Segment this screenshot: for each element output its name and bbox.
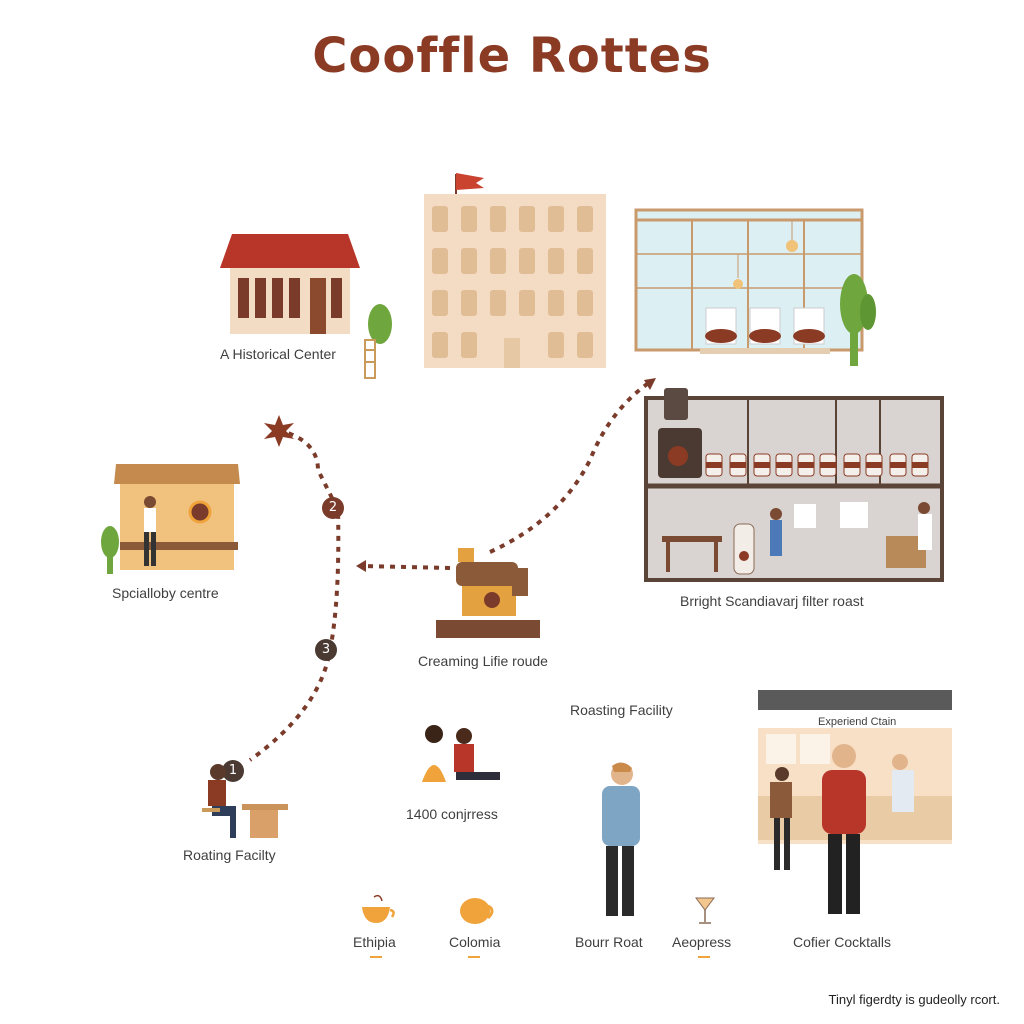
- building-window: [461, 332, 477, 358]
- roaster-machine-illustration: [436, 548, 540, 638]
- legend-tick: [698, 956, 710, 958]
- couple-sitting-illustration: [422, 725, 500, 782]
- building-window: [432, 206, 448, 232]
- coffee-jar-label: [730, 462, 746, 468]
- coffee-jar-label: [844, 462, 860, 468]
- building-window: [548, 332, 564, 358]
- building-window: [548, 248, 564, 274]
- roastery-interior-illustration: [644, 388, 944, 582]
- building-window: [577, 332, 593, 358]
- person-at-desk-illustration: [202, 764, 288, 838]
- building-window: [519, 206, 535, 232]
- legend-tick: [468, 956, 480, 958]
- coffee-jar-label: [706, 462, 722, 468]
- footnote: Tinyl figerdty is gudeolly rcort.: [828, 992, 1000, 1007]
- coffee-jar-label: [776, 462, 792, 468]
- route-marker: 1: [222, 760, 244, 782]
- historical-house-illustration: [220, 234, 392, 379]
- scandinavian-roast-label: Brright Scandiavarj filter roast: [680, 593, 864, 609]
- conjress-label: 1400 conjrress: [406, 806, 498, 822]
- building-window: [461, 248, 477, 274]
- route-marker: 2: [322, 497, 344, 519]
- legend-label-coffee-cocktails: Cofier Cocktalls: [793, 934, 892, 950]
- route-marker: 3: [315, 639, 337, 661]
- glass-cafe-illustration: [634, 208, 876, 366]
- building-window: [548, 206, 564, 232]
- coffee-jar-label: [866, 462, 882, 468]
- building-window: [432, 248, 448, 274]
- legend-label-ethiopia: Ethipia: [353, 934, 396, 950]
- roasting-facility-left-label: Roating Facilty: [183, 847, 276, 863]
- coffee-jar-label: [912, 462, 928, 468]
- legend-label-bourbon-roast: Bourr Roat: [575, 934, 643, 950]
- building-window: [519, 248, 535, 274]
- legend-label-colombia: Colomia: [449, 934, 501, 950]
- building-window: [461, 206, 477, 232]
- coffee-jar-label: [820, 462, 836, 468]
- standing-man-illustration: [602, 762, 640, 916]
- coffee-cup-icon: [362, 894, 395, 923]
- building-window: [432, 332, 448, 358]
- coffee-cup-icon: [460, 898, 494, 924]
- coffee-jar-label: [890, 462, 906, 468]
- coffee-jar-label: [754, 462, 770, 468]
- star-marker-icon: [264, 415, 294, 447]
- building-window: [519, 290, 535, 316]
- building-window: [432, 290, 448, 316]
- building-window: [577, 206, 593, 232]
- building-window: [490, 290, 506, 316]
- building-window: [461, 290, 477, 316]
- legend-tick: [370, 956, 382, 958]
- coffee-jar-label: [798, 462, 814, 468]
- experience-bar-illustration: [758, 690, 952, 914]
- page-title: Cooffle Rottes: [312, 28, 712, 84]
- roasting-facility-mid-label: Roasting Facility: [570, 702, 673, 718]
- office-building-illustration: [424, 173, 606, 368]
- specialty-centre-label: Spcialloby centre: [112, 585, 219, 601]
- building-window: [548, 290, 564, 316]
- legend-label-aeropress: Aeopress: [672, 934, 732, 950]
- specialty-kiosk-illustration: [101, 464, 240, 574]
- building-window: [577, 290, 593, 316]
- building-window: [577, 248, 593, 274]
- creaming-route-label: Creaming Lifie roude: [418, 653, 548, 669]
- building-window: [490, 206, 506, 232]
- cocktail-glass-icon: [695, 897, 715, 924]
- historical-center-label: A Historical Center: [220, 346, 336, 362]
- experience-chain-label: Experiend Ctain: [818, 716, 897, 728]
- building-window: [490, 248, 506, 274]
